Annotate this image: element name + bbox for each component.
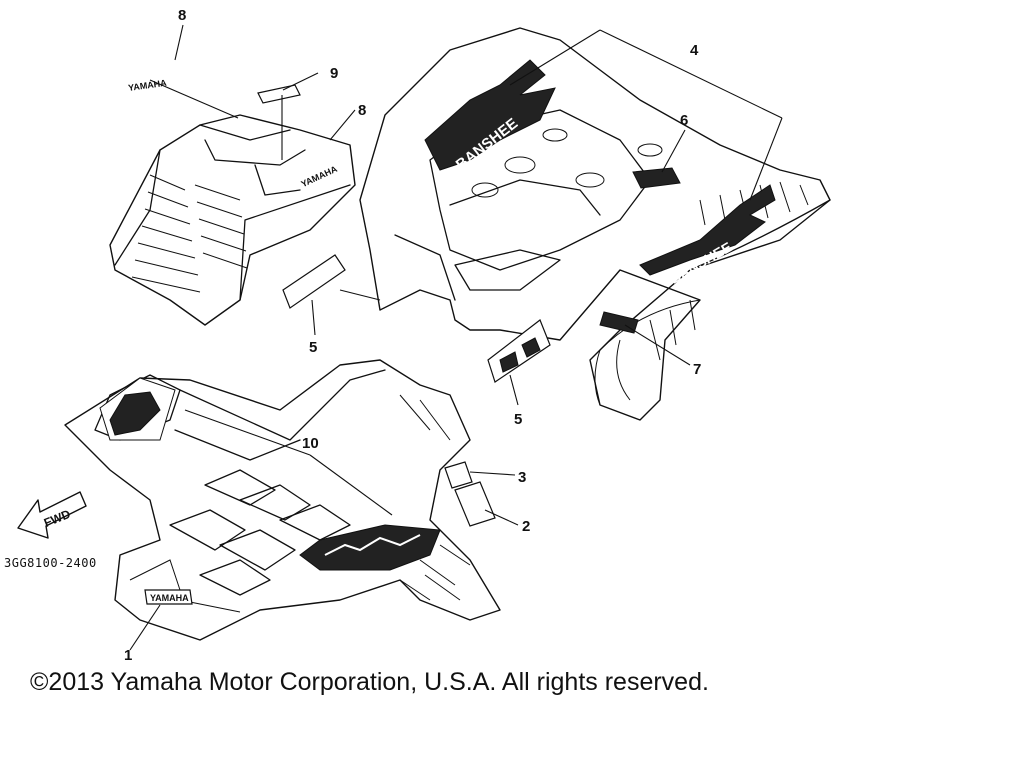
yamaha-decal-rear-text: YAMAHA <box>150 593 189 603</box>
callout-5-left: 5 <box>309 339 317 356</box>
callout-1: 1 <box>124 647 132 664</box>
decal-5-badge <box>487 319 551 383</box>
callout-7: 7 <box>693 361 701 378</box>
hood-vent-grille <box>131 174 248 293</box>
callout-3: 3 <box>518 469 526 486</box>
decal-2 <box>454 481 496 527</box>
front-fender-hood <box>109 114 356 326</box>
callout-8-top: 8 <box>178 7 186 24</box>
fwd-arrow: FWD <box>17 491 87 539</box>
yamaha-decal-rear: YAMAHA <box>144 589 193 605</box>
callout-2: 2 <box>522 518 530 535</box>
callout-5-right: 5 <box>514 411 522 428</box>
callout-8-side: 8 <box>358 102 366 119</box>
callout-labels: 8 9 8 4 6 7 5 5 10 3 2 1 <box>124 7 701 664</box>
lower-side-decal <box>299 524 441 571</box>
decal-9 <box>257 84 301 104</box>
leader-lines <box>129 24 783 651</box>
assembly-part-number: 3GG8100-2400 <box>4 556 97 570</box>
callout-6: 6 <box>680 112 688 129</box>
callout-9: 9 <box>330 65 338 82</box>
decal-6 <box>632 167 681 189</box>
decal-3 <box>444 461 473 489</box>
decal-5-stripe <box>282 254 346 309</box>
copyright-notice: ©2013 Yamaha Motor Corporation, U.S.A. A… <box>30 668 709 696</box>
callout-4: 4 <box>690 42 699 59</box>
lower-front-tray-decal <box>99 377 176 441</box>
callout-10: 10 <box>302 435 319 452</box>
